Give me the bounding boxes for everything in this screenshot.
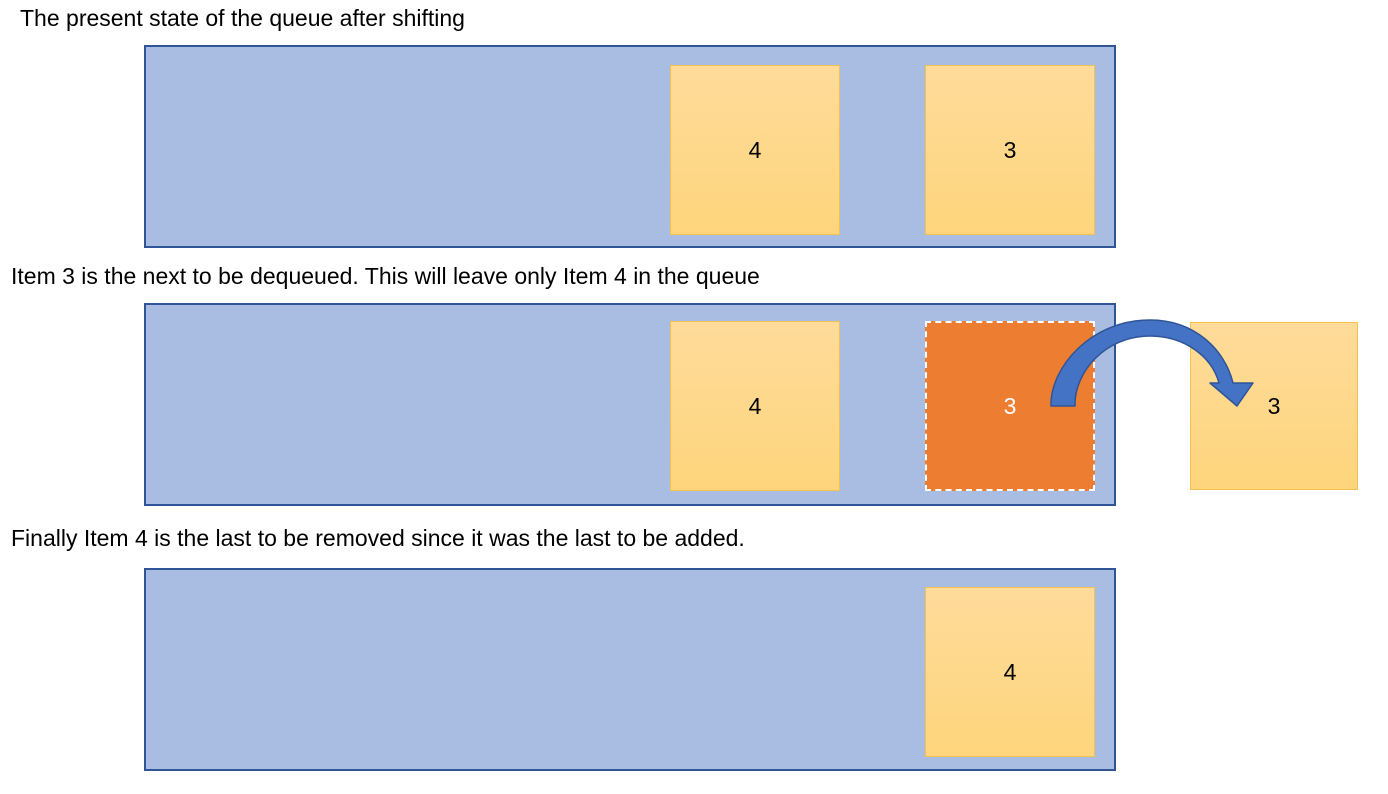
removed-item: 3	[1190, 322, 1358, 490]
dequeuing-item: 3	[925, 321, 1095, 491]
queue-item: 4	[925, 587, 1095, 757]
caption-step-3: Finally Item 4 is the last to be removed…	[11, 525, 745, 551]
caption-step-1: The present state of the queue after shi…	[20, 5, 465, 31]
queue-item: 4	[670, 321, 840, 491]
queue-item: 4	[670, 65, 840, 235]
caption-step-2: Item 3 is the next to be dequeued. This …	[11, 263, 760, 289]
queue-item: 3	[925, 65, 1095, 235]
